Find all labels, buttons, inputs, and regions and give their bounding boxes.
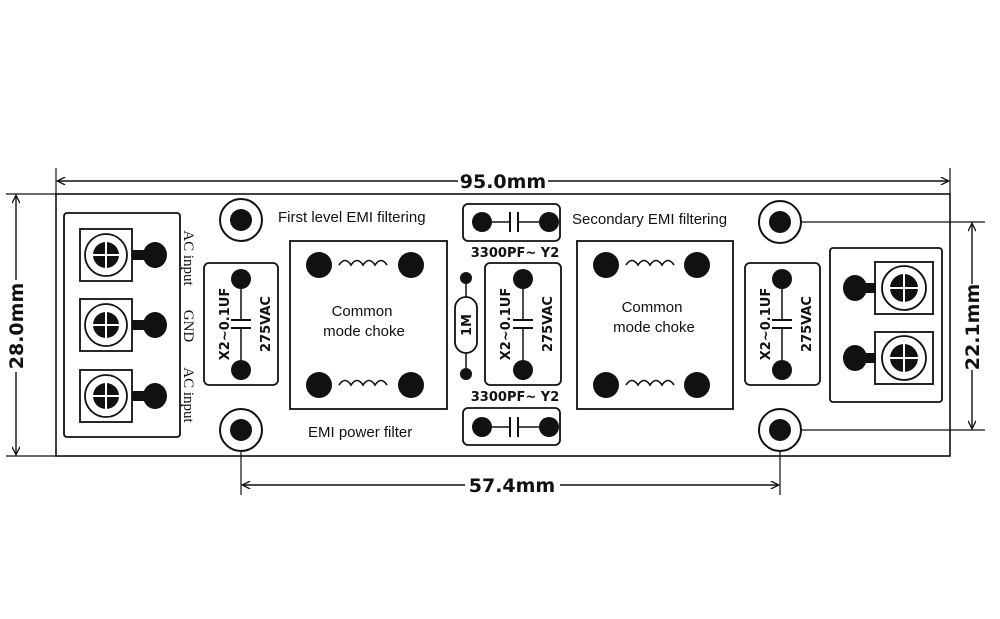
first-level-emi-label: First level EMI filtering	[278, 209, 426, 226]
terminal-screw-3	[79, 369, 167, 423]
input-pin-label-3: AC input	[180, 367, 196, 423]
mounting-hole-bottom-right	[758, 408, 802, 452]
input-pin-label-2: GND	[180, 310, 196, 343]
resistor-label: 1M	[460, 314, 475, 336]
input-pin-label-1: AC input	[180, 230, 196, 286]
width-dimension-label: 95.0mm	[460, 171, 546, 193]
common-mode-choke-2: Common mode choke	[576, 240, 734, 410]
mounting-hole-top-left	[219, 198, 263, 242]
common-mode-choke-1-label-line2: mode choke	[323, 323, 405, 340]
y2-capacitor-top-label: 3300PF~ Y2	[471, 246, 559, 261]
height-dimension-label: 28.0mm	[6, 283, 28, 369]
pcb-outline	[55, 193, 951, 457]
resistor-1m: 1M	[454, 272, 478, 380]
x2-capacitor-middle-rating: 275VAC	[541, 296, 556, 352]
height-dimension: 28.0mm	[6, 193, 56, 457]
emi-power-filter-label: EMI power filter	[308, 424, 412, 441]
x2-capacitor-right: X2~0.1UF 275VAC	[744, 262, 821, 386]
horizontal-hole-spacing-dimension: 57.4mm	[240, 445, 781, 497]
common-mode-choke-2-label-line1: Common	[622, 299, 683, 316]
common-mode-choke-2-label-line2: mode choke	[613, 319, 695, 336]
x2-capacitor-middle: X2~0.1UF 275VAC	[484, 262, 562, 386]
x2-capacitor-left-value: X2~0.1UF	[218, 288, 233, 360]
mounting-hole-top-right	[758, 200, 802, 244]
x2-capacitor-left-rating: 275VAC	[259, 296, 274, 352]
y2-capacitor-bottom	[462, 407, 561, 446]
x2-capacitor-right-value: X2~0.1UF	[759, 288, 774, 360]
mounting-hole-bottom-left	[219, 408, 263, 452]
terminal-screw-2	[79, 298, 167, 352]
y2-capacitor-top	[462, 203, 561, 242]
x2-capacitor-right-rating: 275VAC	[800, 296, 815, 352]
width-dimension: 95.0mm	[55, 168, 951, 196]
vertical-hole-spacing-label: 22.1mm	[962, 284, 984, 370]
vertical-hole-spacing-dimension: 22.1mm	[780, 221, 985, 431]
x2-capacitor-left: X2~0.1UF 275VAC	[203, 262, 279, 386]
secondary-emi-label: Secondary EMI filtering	[572, 211, 727, 228]
output-terminal-screw-2	[843, 331, 934, 385]
terminal-screw-1	[79, 228, 167, 282]
common-mode-choke-1: Common mode choke	[289, 240, 448, 410]
x2-capacitor-middle-value: X2~0.1UF	[499, 288, 514, 360]
input-terminal-block: AC input GND AC input	[63, 212, 196, 438]
horizontal-hole-spacing-label: 57.4mm	[469, 475, 555, 497]
output-terminal-screw-1	[843, 261, 934, 315]
y2-capacitor-bottom-label: 3300PF~ Y2	[471, 390, 559, 405]
common-mode-choke-1-label-line1: Common	[332, 303, 393, 320]
output-terminal-block	[829, 247, 943, 403]
